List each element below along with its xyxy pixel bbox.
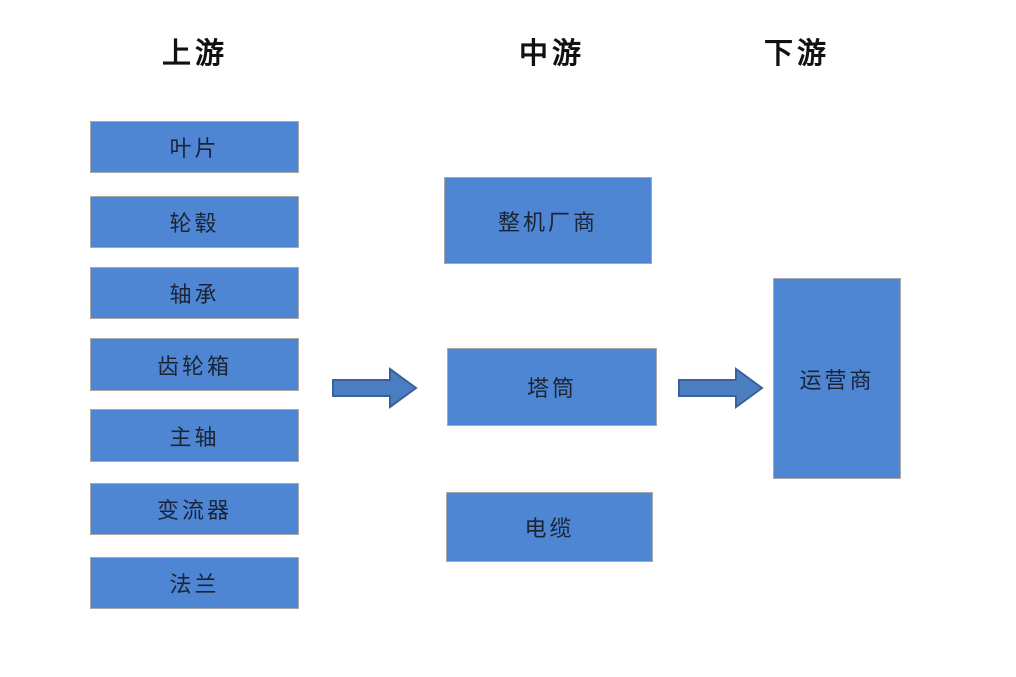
box-operator-label: 运营商 bbox=[799, 367, 875, 393]
box-converter-label: 变流器 bbox=[156, 498, 232, 523]
box-converter: 变流器 bbox=[90, 483, 299, 535]
box-main-shaft: 主轴 bbox=[90, 409, 299, 462]
column-title-downstream: 下游 bbox=[763, 38, 830, 70]
box-gearbox: 齿轮箱 bbox=[90, 338, 299, 391]
arrow-upstream-to-midstream-icon bbox=[332, 367, 418, 409]
arrow-shape bbox=[678, 367, 764, 409]
box-oem: 整机厂商 bbox=[444, 177, 652, 264]
box-cable-label: 电缆 bbox=[524, 516, 575, 541]
box-main-shaft-label: 主轴 bbox=[169, 424, 220, 450]
box-tower: 塔筒 bbox=[447, 348, 657, 426]
box-blade-label: 叶片 bbox=[169, 136, 220, 161]
box-bearing-label: 轴承 bbox=[169, 282, 220, 307]
box-bearing: 轴承 bbox=[90, 267, 299, 319]
box-oem-label: 整机厂商 bbox=[497, 209, 598, 235]
box-cable: 电缆 bbox=[446, 492, 653, 562]
box-flange-label: 法兰 bbox=[169, 572, 220, 597]
box-operator: 运营商 bbox=[773, 278, 901, 479]
arrow-midstream-to-downstream-icon bbox=[678, 367, 764, 409]
box-blade: 叶片 bbox=[90, 121, 299, 173]
column-title-upstream: 上游 bbox=[161, 38, 228, 70]
box-gearbox-label: 齿轮箱 bbox=[156, 353, 232, 379]
box-hub: 轮毂 bbox=[90, 196, 299, 248]
box-hub-label: 轮毂 bbox=[169, 211, 220, 236]
box-flange: 法兰 bbox=[90, 557, 299, 609]
box-tower-label: 塔筒 bbox=[526, 376, 577, 401]
arrow-shape bbox=[332, 367, 418, 409]
column-title-midstream: 中游 bbox=[518, 38, 585, 70]
